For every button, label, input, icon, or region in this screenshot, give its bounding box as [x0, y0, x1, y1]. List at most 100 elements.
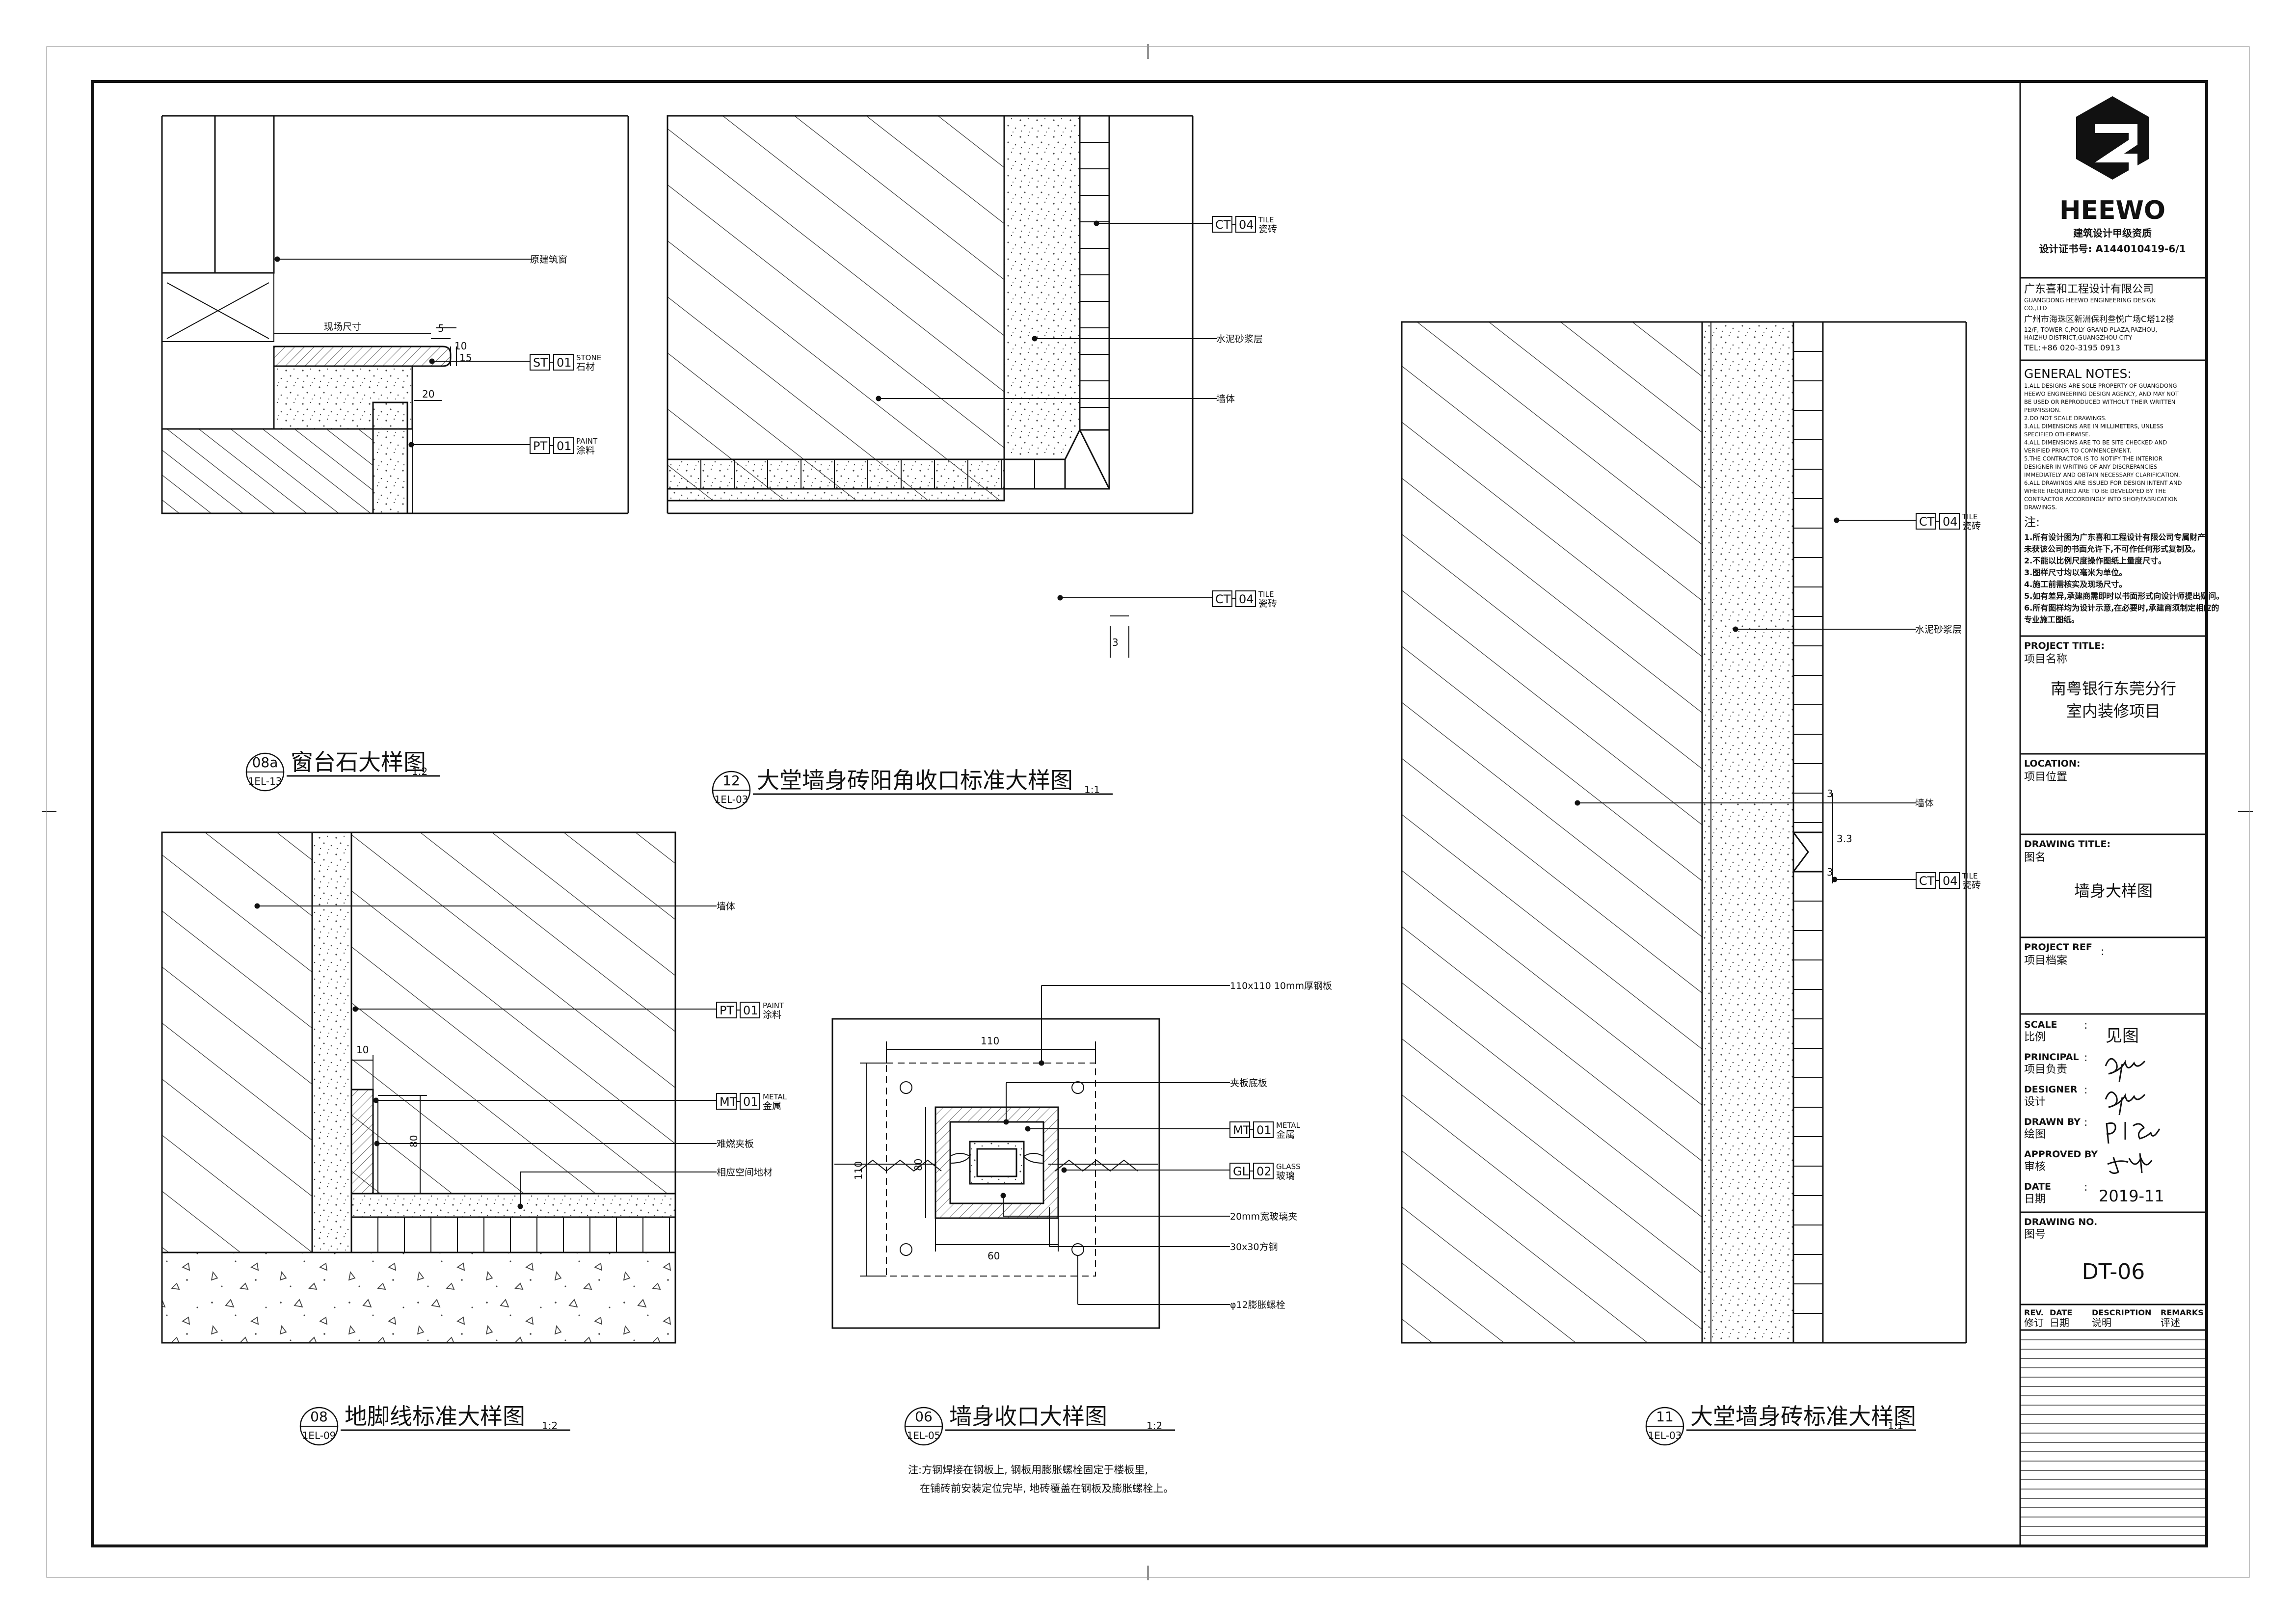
- drawing-no-en: DRAWING NO.: [2024, 1217, 2097, 1227]
- tag-number: 01: [1256, 1123, 1272, 1137]
- qualification-text: 建筑设计甲级资质: [2073, 227, 2152, 239]
- dim-110-left: 110: [853, 1161, 864, 1180]
- detail-number: 12: [722, 772, 740, 789]
- label-wall: 墙体: [1216, 394, 1235, 404]
- project-title-cn: 项目名称: [2024, 653, 2067, 666]
- note-en-line: VERIFIED PRIOR TO COMMENCEMENT.: [2024, 447, 2131, 454]
- tag-number: 04: [1943, 515, 1958, 529]
- description-en: DESCRIPTION: [2092, 1308, 2151, 1317]
- tag-code: PT: [720, 1004, 734, 1017]
- tag-code: MT: [1233, 1123, 1251, 1137]
- remarks-en: REMARKS: [2161, 1308, 2204, 1317]
- detail-title: 大堂墙身砖阳角收口标准大样图: [757, 767, 1073, 794]
- note-cn-line: 2.不能以比例尺度操作图纸上量度尺寸。: [2024, 556, 2166, 565]
- detail-reference: 1EL-09: [302, 1430, 336, 1441]
- project-name-line-2: 室内装修项目: [2066, 702, 2161, 720]
- drawing-title: 墙身大样图: [2074, 881, 2153, 900]
- tag-number: 04: [1943, 874, 1958, 888]
- dim-60: 60: [988, 1250, 1000, 1262]
- tag-material-en: TILE: [1258, 590, 1274, 599]
- drawn-by-signature: [2106, 1122, 2161, 1144]
- detail-title: 窗台石大样图: [291, 749, 426, 775]
- tag-material-cn: 石材: [576, 362, 595, 373]
- revision-table: [2020, 1339, 2207, 1545]
- note-en-line: HEEWO ENGINEERING DESIGN AGENCY, AND MAY…: [2024, 391, 2179, 398]
- tag-material-en: METAL: [1276, 1121, 1301, 1130]
- date-colon: :: [2084, 1181, 2087, 1194]
- sheet-frame: [42, 44, 2253, 1580]
- label-floor-material: 相应空间地材: [717, 1167, 773, 1178]
- label-glass-clip: 20mm宽玻璃夹: [1230, 1211, 1297, 1222]
- tag-code: CT: [1919, 874, 1935, 888]
- general-notes-cn-heading: 注:: [2024, 515, 2040, 529]
- note-en-line: CONTRACTOR ACCORDINGLY INTO SHOP/FABRICA…: [2024, 496, 2178, 503]
- date-en: DATE: [2024, 1181, 2051, 1192]
- note-cn-line: 专业施工图纸。: [2024, 615, 2079, 624]
- note-en-line: DESIGNER IN WRITING OF ANY DISCREPANCIES: [2024, 463, 2157, 470]
- rev-date-en: DATE: [2050, 1308, 2072, 1317]
- note-en-line: 4.ALL DIMENSIONS ARE TO BE SITE CHECKED …: [2024, 439, 2167, 446]
- tag-code: ST: [533, 356, 548, 370]
- company-name-cn: 广东喜和工程设计有限公司: [2024, 283, 2154, 295]
- remarks-cn: 评述: [2161, 1317, 2180, 1329]
- dim-80: 80: [912, 1159, 924, 1171]
- tag-material-cn: 瓷砖: [1258, 224, 1277, 235]
- title-block: HEEWO 建筑设计甲级资质 设计证书号: A144010419-6/1 广东喜…: [2019, 81, 2224, 1546]
- detail-08-texts: 墙体 难燃夹板 相应空间地材 10 80: [356, 901, 773, 1178]
- approved-by-en: APPROVED BY: [2024, 1149, 2098, 1160]
- logo-text: HEEWO: [2059, 196, 2165, 225]
- tag-code: CT: [1215, 218, 1231, 232]
- dim-20: 20: [422, 388, 434, 400]
- label-steel-plate: 110x110 10mm厚钢板: [1230, 981, 1332, 991]
- date-value: 2019-11: [2099, 1187, 2164, 1205]
- detail-scale: 1:2: [412, 766, 427, 777]
- detail-number: 06: [915, 1409, 933, 1425]
- rev-en: REV.: [2024, 1308, 2044, 1317]
- note-en-line: BE USED OR REPRODUCED WITHOUT THEIR WRIT…: [2024, 399, 2175, 405]
- certificate-text: 设计证书号: A144010419-6/1: [2039, 243, 2186, 255]
- label-wall: 墙体: [1915, 798, 1934, 809]
- tag-material-en: TILE: [1258, 215, 1274, 224]
- label-plywood-base: 夹板底板: [1230, 1078, 1267, 1089]
- detail-number: 11: [1656, 1409, 1674, 1425]
- dim-3-bottom: 3: [1827, 866, 1833, 878]
- tag-material-cn: 涂料: [576, 445, 595, 456]
- detail-scale: 1:2: [542, 1420, 558, 1432]
- project-title-en: PROJECT TITLE:: [2024, 640, 2105, 651]
- label-mortar: 水泥砂浆层: [1915, 624, 1962, 635]
- tag-number: 04: [1239, 218, 1254, 232]
- tag-material-en: PAINT: [763, 1001, 784, 1010]
- detail-number: 08a: [252, 754, 278, 771]
- general-notes-heading: GENERAL NOTES:: [2024, 367, 2132, 381]
- detail-06-note-line-1: 注:方钢焊接在钢板上, 钢板用膨胀螺栓固定于楼板里,: [908, 1464, 1148, 1476]
- company-address-en-1: 12/F, TOWER C,POLY GRAND PLAZA,PAZHOU,: [2024, 326, 2157, 333]
- label-mortar: 水泥砂浆层: [1216, 334, 1263, 345]
- detail-title: 墙身收口大样图: [949, 1403, 1107, 1430]
- principal-en: PRINCIPAL: [2024, 1052, 2079, 1063]
- detail-08-skirting: [161, 831, 717, 1344]
- detail-12-outer-corner: [667, 115, 1217, 658]
- tag-code: MT: [720, 1095, 737, 1109]
- tag-number: 04: [1239, 592, 1254, 606]
- rev-date-cn: 日期: [2050, 1317, 2069, 1329]
- scale-value: 见图: [2106, 1026, 2139, 1046]
- scale-colon: :: [2084, 1019, 2087, 1032]
- dim-15: 15: [459, 352, 472, 364]
- detail-06-texts: 110x110 10mm厚钢板 夹板底板 20mm宽玻璃夹 30x30方钢 φ1…: [853, 981, 1332, 1494]
- designer-cn: 设计: [2024, 1096, 2046, 1108]
- scale-cn: 比例: [2024, 1031, 2046, 1043]
- detail-11-texts: 水泥砂浆层 墙体 3 3.3 3: [1827, 624, 1962, 878]
- rev-cn: 修订: [2024, 1317, 2044, 1329]
- general-notes-en: 1.ALL DESIGNS ARE SOLE PROPERTY OF GUANG…: [2024, 382, 2182, 511]
- tag-code: GL: [1233, 1165, 1249, 1178]
- tag-material-cn: 瓷砖: [1962, 880, 1981, 891]
